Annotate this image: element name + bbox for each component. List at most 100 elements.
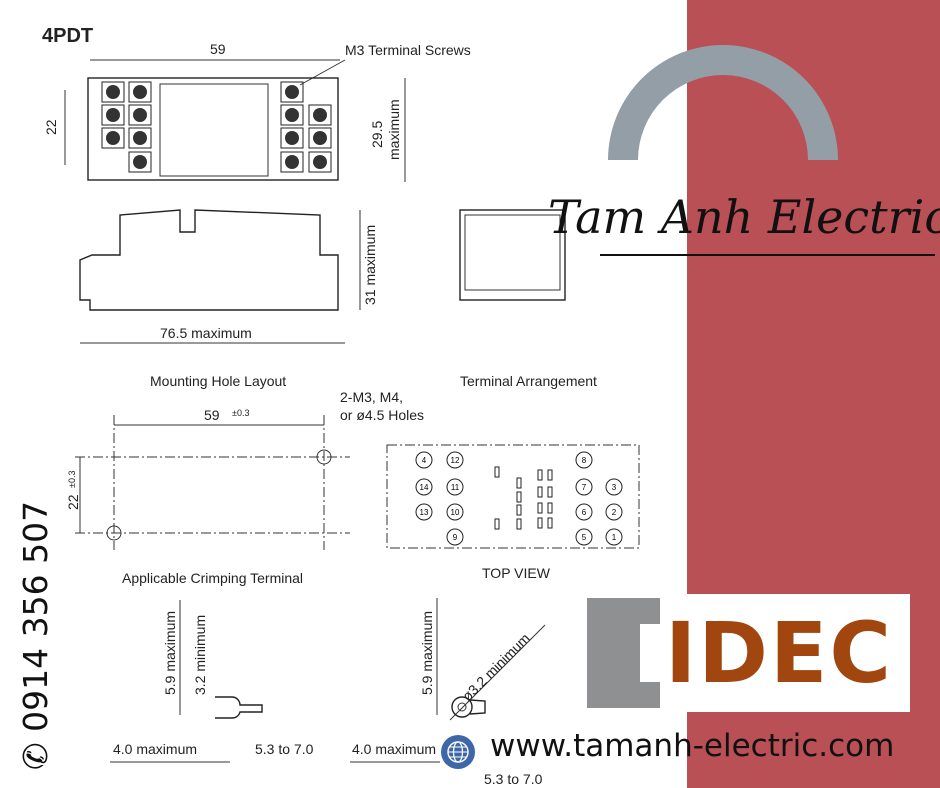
crimping-title: Applicable Crimping Terminal — [122, 570, 303, 586]
terminal-number: 6 — [582, 508, 587, 517]
contact-mark — [516, 477, 522, 489]
contact-mark — [547, 469, 553, 481]
mount-height: 22 — [65, 494, 81, 510]
phone-icon: ✆ — [16, 731, 55, 770]
terminal-screw — [128, 104, 152, 126]
dim-height-max-sub: maximum — [386, 99, 402, 160]
terminal-number: 14 — [420, 483, 429, 492]
terminal-circle — [446, 478, 464, 496]
dim-height: 22 — [43, 119, 59, 135]
dim-height-max: 29.5 — [369, 121, 385, 148]
screw-head-icon — [106, 108, 120, 122]
terminal-circle — [446, 528, 464, 546]
contact-mark — [547, 486, 553, 498]
mount-width-tol: ±0.3 — [232, 408, 249, 418]
contact-mark — [547, 502, 553, 514]
terminal-screw — [308, 127, 332, 149]
screw-head-icon — [313, 155, 327, 169]
crimp-right-h1: 5.9 maximum — [419, 611, 435, 695]
terminal-circle — [575, 478, 593, 496]
globe-icon — [441, 735, 475, 769]
arch-decoration — [608, 45, 838, 160]
terminal-circle — [446, 451, 464, 469]
terminal-title: Terminal Arrangement — [460, 373, 597, 389]
terminal-number: 7 — [582, 483, 587, 492]
top-view: 59 M3 Terminal Screws 22 29.5 maximum — [43, 41, 471, 182]
idec-logo-notch — [640, 624, 660, 682]
screw-head-icon — [133, 155, 147, 169]
dim-side-height: 31 maximum — [362, 225, 378, 305]
terminal-circle — [605, 503, 623, 521]
contact-mark — [537, 469, 543, 481]
terminal-circle — [446, 503, 464, 521]
terminal-screw — [280, 81, 304, 103]
terminal-screw — [308, 104, 332, 126]
mounting-title: Mounting Hole Layout — [150, 373, 286, 389]
terminal-number: 5 — [582, 533, 587, 542]
top-view-caption: TOP VIEW — [482, 565, 551, 581]
terminal-number: 4 — [422, 456, 427, 465]
terminal-circle — [415, 451, 433, 469]
terminal-screw — [128, 151, 152, 173]
terminal-screw — [128, 127, 152, 149]
contact-mark — [494, 518, 500, 530]
mount-height-tol: ±0.3 — [67, 471, 77, 488]
crimp-left-h1: 5.9 maximum — [162, 611, 178, 695]
screw-head-icon — [285, 85, 299, 99]
idec-logo-text: IDEC — [665, 604, 894, 702]
holes-label-2: or ø4.5 Holes — [340, 407, 424, 423]
screw-head-icon — [285, 131, 299, 145]
website-link[interactable]: www.tamanh-electric.com — [490, 728, 895, 764]
contact-mark — [494, 466, 500, 478]
terminal-screw — [101, 104, 125, 126]
label-screws: M3 Terminal Screws — [345, 42, 471, 58]
contact-mark — [516, 491, 522, 503]
terminal-screw — [101, 81, 125, 103]
terminal-screw — [128, 81, 152, 103]
terminal-circle — [605, 478, 623, 496]
terminal-number: 13 — [420, 508, 429, 517]
phone-text: 0914 356 507 — [16, 500, 55, 732]
contact-mark — [516, 518, 522, 530]
crimp-right-w1: 4.0 maximum — [352, 741, 436, 757]
screw-head-icon — [133, 85, 147, 99]
terminal-circle — [605, 528, 623, 546]
side-view: 31 maximum 76.5 maximum — [79, 209, 566, 344]
terminal-circle — [575, 528, 593, 546]
terminal-circle — [415, 503, 433, 521]
terminal-circle — [575, 451, 593, 469]
screw-head-icon — [106, 85, 120, 99]
terminal-number: 11 — [451, 483, 460, 492]
contact-mark — [537, 486, 543, 498]
brand-logo-script: Tam Anh Electric — [548, 190, 940, 244]
holes-label-1: 2-M3, M4, — [340, 389, 403, 405]
terminal-number: 8 — [582, 456, 587, 465]
crimping-terminal: Applicable Crimping Terminal 5.9 maximum… — [110, 570, 546, 787]
screw-head-icon — [285, 108, 299, 122]
dim-width: 59 — [210, 41, 226, 57]
drawing-title: 4PDT — [42, 25, 93, 47]
terminal-circle — [415, 478, 433, 496]
screw-head-icon — [285, 155, 299, 169]
mount-width: 59 — [204, 407, 220, 423]
terminal-screw — [280, 127, 304, 149]
phone-number: ✆ 0914 356 507 — [16, 501, 55, 770]
screw-head-icon — [106, 131, 120, 145]
contact-mark — [537, 502, 543, 514]
screw-head-icon — [133, 131, 147, 145]
crimp-left-h2: 3.2 minimum — [192, 615, 208, 695]
terminal-screw — [308, 151, 332, 173]
terminal-screw — [101, 127, 125, 149]
contact-mark — [516, 504, 522, 516]
terminal-number: 2 — [612, 508, 617, 517]
terminal-number: 9 — [453, 533, 458, 542]
terminal-number: 12 — [451, 456, 460, 465]
contact-mark — [537, 517, 543, 529]
terminal-screw — [280, 104, 304, 126]
screw-head-icon — [313, 108, 327, 122]
terminal-number: 3 — [612, 483, 617, 492]
mounting-hole-layout: Mounting Hole Layout 59 ±0.3 2-M3, M4, o… — [65, 373, 424, 550]
dim-length: 76.5 maximum — [160, 325, 252, 341]
